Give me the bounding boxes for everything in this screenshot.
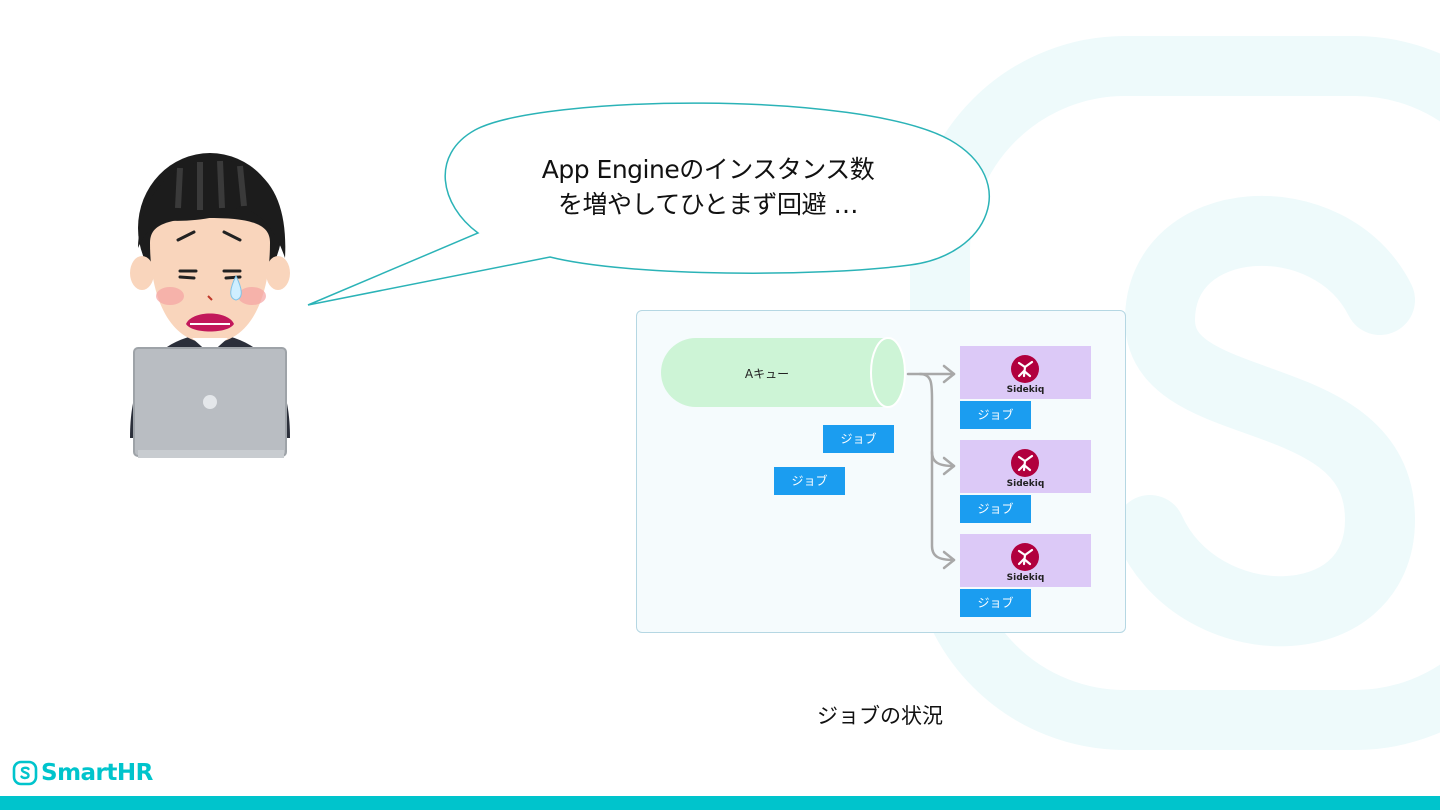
sidekiq-icon [1011,355,1039,383]
sidekiq-label: Sidekiq [1006,573,1045,583]
sidekiq-icon [1011,449,1039,477]
sidekiq-label: Sidekiq [1006,385,1045,395]
worried-office-worker-illustration [130,153,290,458]
speech-bubble [307,102,990,306]
smarthr-brand: SmartHR [12,758,153,788]
queue-flow-graphic [661,337,956,570]
bottom-accent-bar [0,796,1440,810]
arrow-right-icon [930,450,956,562]
sidekiq-icon [1011,543,1039,571]
speech-text: App Engineのインスタンス数 を増やしてひとまず回避 … [508,152,908,222]
brand-name: SmartHR [41,760,153,786]
sidekiq-worker: Sidekiq [960,440,1091,493]
worker-job: ジョブ [960,589,1031,617]
diagram-caption: ジョブの状況 [817,704,943,728]
queued-job: ジョブ [823,425,894,453]
queue-label: Aキュー [744,367,790,381]
queued-job: ジョブ [774,467,845,495]
queue-cylinder [661,337,906,408]
speech-line-1: App Engineのインスタンス数 [541,155,875,184]
arrow-right-icon [918,372,956,468]
sidekiq-label: Sidekiq [1006,479,1045,489]
sidekiq-worker: Sidekiq [960,346,1091,399]
worker-job: ジョブ [960,401,1031,429]
smarthr-logo-icon [12,760,38,786]
worker-job: ジョブ [960,495,1031,523]
dispatch-arrows [906,364,956,570]
sidekiq-worker: Sidekiq [960,534,1091,587]
speech-line-2: を増やしてひとまず回避 … [558,190,858,219]
